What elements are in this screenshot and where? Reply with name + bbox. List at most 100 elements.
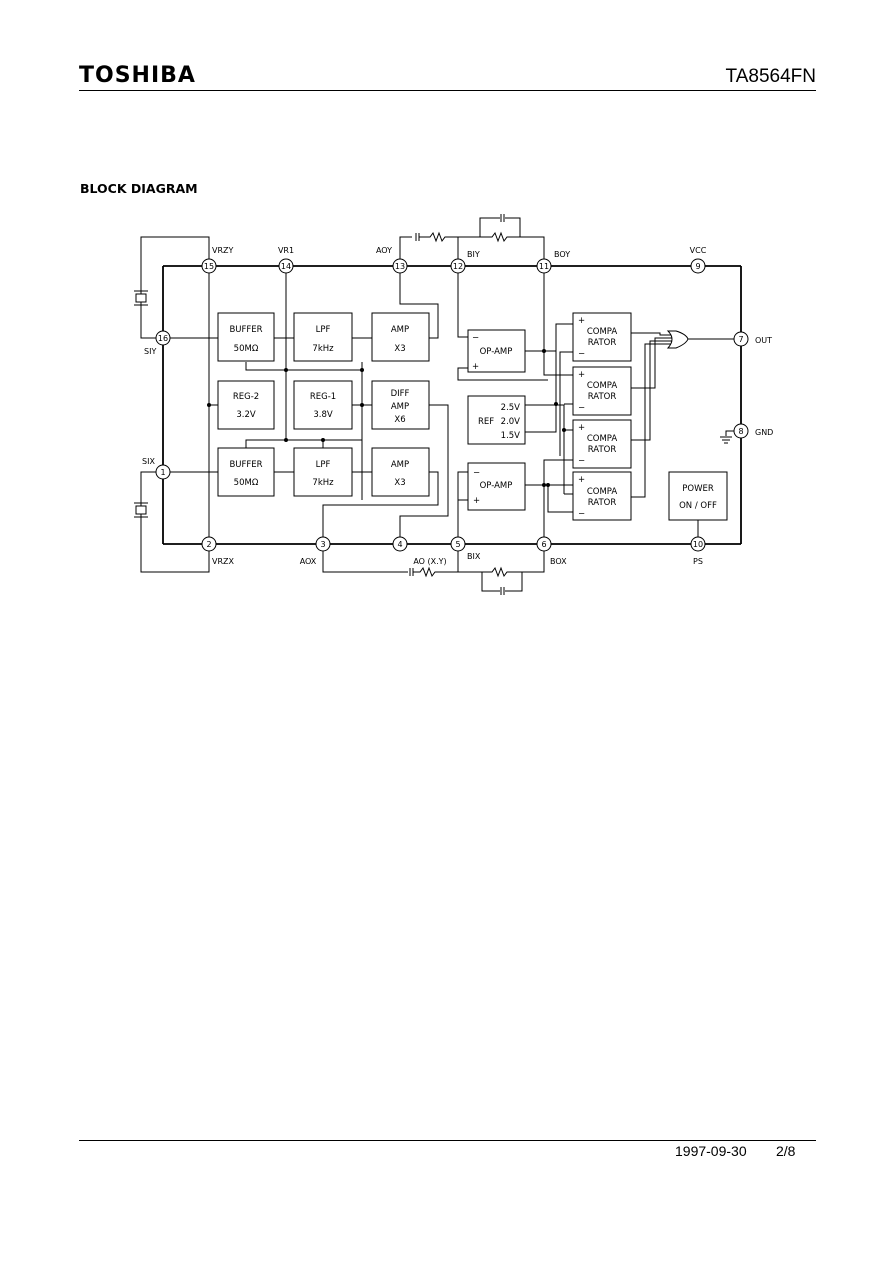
power-switch-block: POWER ON / OFF bbox=[668, 471, 728, 521]
svg-text:8: 8 bbox=[738, 427, 743, 436]
svg-text:BOY: BOY bbox=[554, 250, 570, 259]
comparator-2-block: + COMPA RATOR − bbox=[572, 366, 632, 416]
svg-text:+: + bbox=[473, 496, 480, 506]
svg-text:+: + bbox=[578, 423, 585, 433]
comparator-1-block: + COMPA RATOR − bbox=[572, 312, 632, 362]
diff-amp-block: DIFF AMP X6 bbox=[371, 380, 430, 430]
svg-text:RATOR: RATOR bbox=[588, 392, 617, 402]
svg-text:SIX: SIX bbox=[142, 457, 155, 466]
svg-text:−: − bbox=[578, 456, 585, 466]
svg-text:−: − bbox=[578, 509, 585, 519]
svg-text:OUT: OUT bbox=[755, 336, 772, 345]
svg-text:BOX: BOX bbox=[550, 557, 567, 566]
pin-6: 6 BOX bbox=[536, 536, 567, 566]
pin-1: 1 SIX bbox=[142, 457, 171, 480]
pin-8: 8 GND bbox=[733, 423, 773, 439]
svg-text:AMP: AMP bbox=[391, 460, 409, 470]
svg-text:9: 9 bbox=[695, 262, 700, 271]
svg-text:VRZX: VRZX bbox=[212, 557, 235, 566]
footer-date: 1997-09-30 bbox=[675, 1143, 747, 1159]
svg-text:POWER: POWER bbox=[682, 484, 714, 494]
svg-text:GND: GND bbox=[755, 428, 773, 437]
svg-text:RATOR: RATOR bbox=[588, 338, 617, 348]
svg-text:VCC: VCC bbox=[690, 246, 707, 255]
part-number: TA8564FN bbox=[725, 66, 816, 87]
pin-7: 7 OUT bbox=[733, 331, 772, 347]
svg-text:5: 5 bbox=[455, 540, 460, 549]
svg-text:COMPA: COMPA bbox=[587, 381, 618, 391]
buffer-y-block: BUFFER 50MΩ bbox=[217, 312, 275, 362]
opamp-x-block: − OP-AMP + bbox=[467, 462, 526, 511]
svg-text:12: 12 bbox=[453, 262, 463, 271]
svg-text:LPF: LPF bbox=[316, 325, 331, 335]
svg-text:16: 16 bbox=[158, 334, 168, 343]
pin-10: 10 PS bbox=[690, 536, 706, 566]
svg-text:AOY: AOY bbox=[376, 246, 392, 255]
crystal-x-icon bbox=[134, 502, 148, 518]
svg-text:15: 15 bbox=[204, 262, 214, 271]
pin-12: 12 BIY bbox=[450, 250, 480, 274]
svg-text:BUFFER: BUFFER bbox=[229, 460, 262, 470]
svg-text:DIFF: DIFF bbox=[391, 389, 410, 399]
svg-text:13: 13 bbox=[395, 262, 405, 271]
svg-text:3.2V: 3.2V bbox=[236, 410, 256, 420]
svg-text:11: 11 bbox=[539, 262, 549, 271]
svg-text:3: 3 bbox=[320, 540, 325, 549]
comparator-3-block: + COMPA RATOR − bbox=[572, 419, 632, 469]
svg-text:2.5V: 2.5V bbox=[501, 403, 521, 413]
svg-text:REG-2: REG-2 bbox=[233, 392, 259, 402]
ref-block: 2.5V REF 2.0V 1.5V bbox=[467, 395, 526, 445]
pin-16: 16 SIY bbox=[144, 330, 171, 356]
svg-text:ON / OFF: ON / OFF bbox=[679, 501, 717, 511]
svg-text:2.0V: 2.0V bbox=[501, 417, 521, 427]
svg-text:3.8V: 3.8V bbox=[313, 410, 333, 420]
svg-text:−: − bbox=[472, 333, 479, 343]
svg-text:14: 14 bbox=[281, 262, 291, 271]
brand-logo: TOSHIBA bbox=[79, 63, 196, 88]
pin-4: 4 AO (X.Y) bbox=[392, 536, 447, 566]
svg-text:COMPA: COMPA bbox=[587, 434, 618, 444]
svg-text:SIY: SIY bbox=[144, 347, 156, 356]
lpf-y-block: LPF 7kHz bbox=[293, 312, 353, 362]
svg-text:−: − bbox=[473, 468, 480, 478]
svg-text:PS: PS bbox=[693, 557, 703, 566]
svg-text:BIX: BIX bbox=[467, 552, 481, 561]
section-title: BLOCK DIAGRAM bbox=[80, 181, 198, 196]
svg-text:1.5V: 1.5V bbox=[501, 431, 521, 441]
svg-text:2: 2 bbox=[206, 540, 211, 549]
amp-y-block: AMP X3 bbox=[371, 312, 430, 362]
svg-text:+: + bbox=[578, 475, 585, 485]
svg-text:REG-1: REG-1 bbox=[310, 392, 336, 402]
svg-text:OP-AMP: OP-AMP bbox=[480, 347, 513, 357]
lpf-x-block: LPF 7kHz bbox=[293, 447, 353, 497]
buffer-x-block: BUFFER 50MΩ bbox=[217, 447, 275, 497]
reg1-block: REG-1 3.8V bbox=[293, 380, 353, 430]
pin-14: 14 VR1 bbox=[278, 246, 294, 274]
svg-text:+: + bbox=[578, 316, 585, 326]
svg-text:7: 7 bbox=[738, 335, 743, 344]
opamp-y-block: − OP-AMP + bbox=[467, 329, 526, 373]
svg-text:AO (X.Y): AO (X.Y) bbox=[413, 557, 446, 566]
svg-text:X3: X3 bbox=[394, 344, 405, 354]
svg-text:RATOR: RATOR bbox=[588, 498, 617, 508]
pin-2: 2 VRZX bbox=[201, 536, 235, 566]
pin-15: 15 VRZY bbox=[201, 246, 234, 274]
pin-5: 5 BIX bbox=[450, 536, 481, 561]
svg-text:4: 4 bbox=[397, 540, 402, 549]
pin-11: 11 BOY bbox=[536, 250, 570, 274]
pin-13: 13 AOY bbox=[376, 246, 408, 274]
svg-text:+: + bbox=[472, 362, 479, 372]
svg-text:X6: X6 bbox=[394, 415, 405, 425]
svg-text:6: 6 bbox=[541, 540, 546, 549]
svg-text:AMP: AMP bbox=[391, 402, 409, 412]
svg-text:RATOR: RATOR bbox=[588, 445, 617, 455]
footer-page-number: 2/8 bbox=[776, 1143, 796, 1159]
svg-text:X3: X3 bbox=[394, 478, 405, 488]
pin-9: 9 VCC bbox=[690, 246, 707, 274]
svg-text:+: + bbox=[578, 370, 585, 380]
svg-text:AMP: AMP bbox=[391, 325, 409, 335]
svg-text:REF: REF bbox=[478, 417, 494, 427]
svg-text:1: 1 bbox=[160, 468, 165, 477]
amp-x-block: AMP X3 bbox=[371, 447, 430, 497]
